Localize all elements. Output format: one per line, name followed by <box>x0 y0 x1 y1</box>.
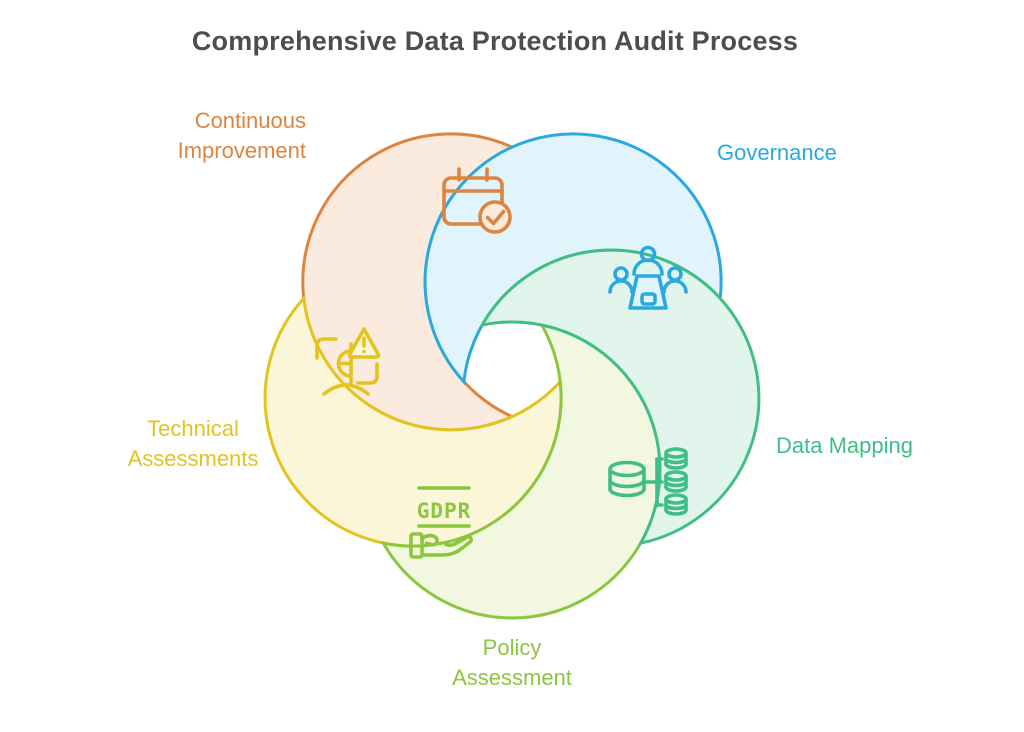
petal-group <box>263 132 761 620</box>
label-line: Governance <box>717 140 837 165</box>
page-title: Comprehensive Data Protection Audit Proc… <box>191 26 799 56</box>
label-governance: Governance <box>717 138 837 168</box>
label-data-mapping: Data Mapping <box>776 431 913 461</box>
label-line: Technical <box>147 416 239 441</box>
label-line: Policy <box>482 635 542 660</box>
label-line: Improvement <box>177 138 306 163</box>
petal-data-mapping <box>479 248 761 546</box>
calendar-check-icon <box>442 167 512 234</box>
gdpr-hand-icon: GDPR <box>409 486 474 559</box>
label-line: Data Mapping <box>776 433 913 458</box>
gdpr-text: GDPR <box>417 499 472 523</box>
label-line: Assessment <box>452 665 572 690</box>
label-line: Continuous <box>194 108 306 133</box>
label-line: Assessments <box>127 446 259 471</box>
risk-scan-icon <box>315 327 381 396</box>
database-mapping-icon <box>608 447 688 516</box>
meeting-icon <box>608 245 688 310</box>
